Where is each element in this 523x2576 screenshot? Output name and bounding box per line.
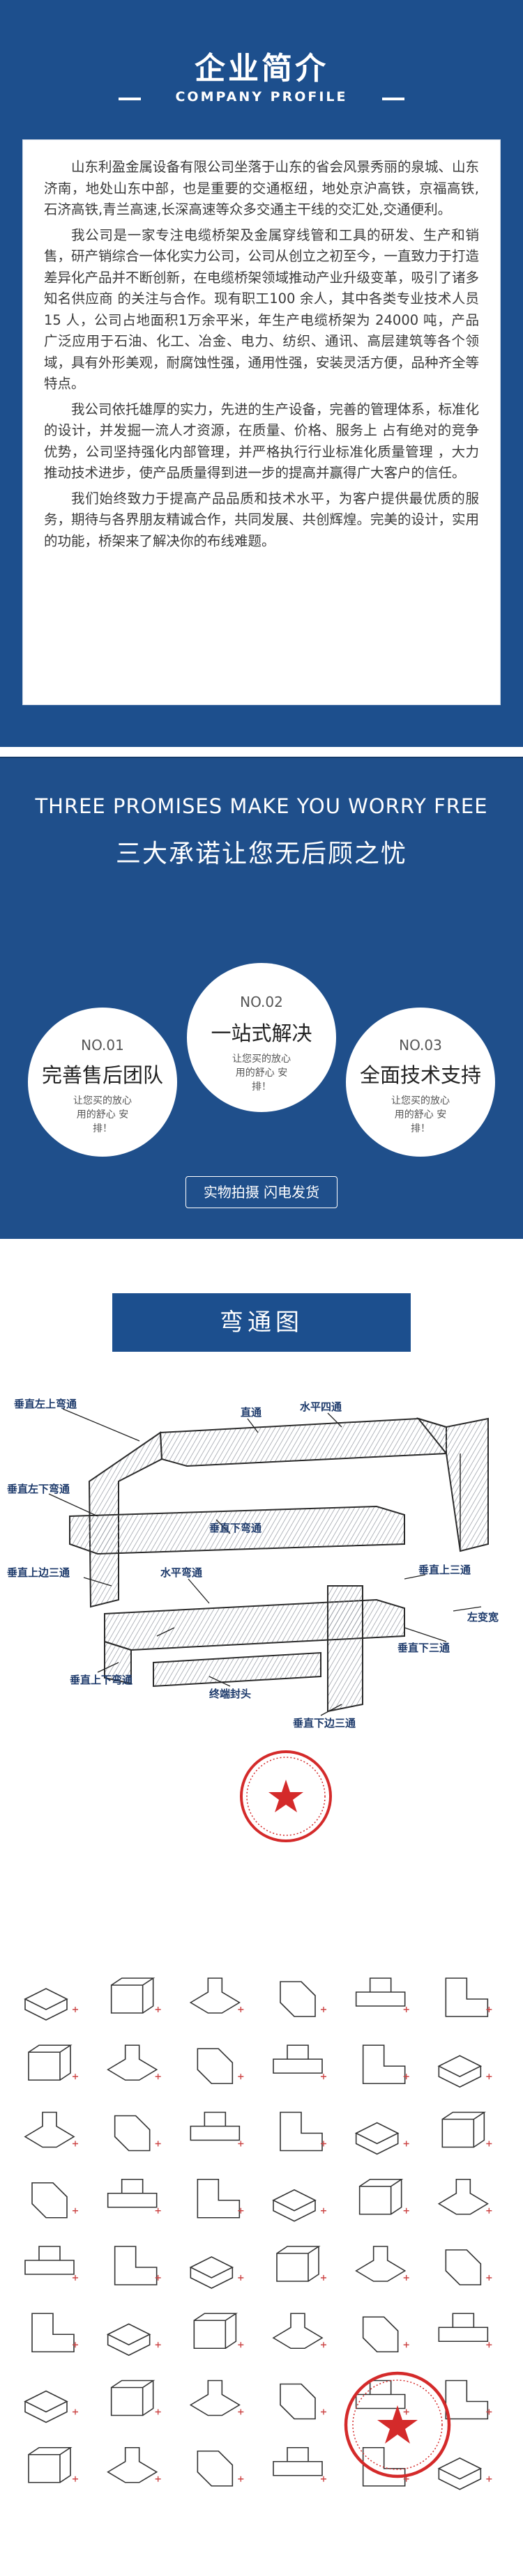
fitting-drawing (107, 2044, 161, 2081)
fitting-drawing (24, 1988, 78, 2021)
fitting-drawing (362, 2316, 409, 2353)
label-vertical-down-elbow: 垂直下弯通 (209, 1522, 262, 1534)
fitting-drawing (193, 2313, 244, 2350)
fitting-drawing (272, 2189, 326, 2222)
fitting-drawing (354, 2122, 409, 2155)
fitting-drawing (437, 2055, 492, 2088)
label-straight: 直通 (241, 1406, 262, 1419)
label-end-cap: 终端封头 (209, 1688, 251, 1700)
company-seal (237, 1748, 335, 1845)
profile-paragraph: 我们始终致力于提高产品品质和技术水平，为客户提供最优质的服务，期待与各界朋友精诚… (44, 490, 480, 549)
fitting-drawing (355, 2380, 409, 2415)
elbow-catalog-grid (13, 1957, 509, 2493)
fitting-drawing (362, 2044, 409, 2085)
fitting-drawing (272, 2313, 326, 2350)
label-vertical-up-down-elbow: 垂直上下弯通 (70, 1674, 132, 1686)
label-vertical-up-tee: 垂直上三通 (418, 1564, 471, 1576)
promise-description: 让您买的放心 用的舒心 安排！ (232, 1054, 291, 1093)
profile-title: 企业简介 (195, 51, 328, 86)
fitting-drawing (437, 2178, 492, 2215)
fitting-drawing (110, 1977, 161, 2014)
fitting-drawing (280, 2111, 326, 2152)
title-rule-left (119, 98, 141, 100)
fitting-drawing (114, 2246, 161, 2285)
elbow-diagram-section: 弯通图 (0, 1239, 523, 2521)
fitting-drawing (24, 2111, 78, 2148)
fitting-drawing (24, 2390, 78, 2423)
fitting-drawing (189, 2380, 244, 2416)
fitting-drawing (114, 2115, 161, 2152)
fitting-drawing (24, 2246, 78, 2281)
promise-description: 让您买的放心 用的舒心 安排！ (73, 1095, 132, 1134)
elbow-catalog-svg (24, 1977, 492, 2490)
fitting-drawing (273, 2044, 326, 2080)
promise-title: 完善售后团队 (41, 1063, 163, 1087)
fitting-drawing (276, 2246, 326, 2282)
tray-assembly-svg: 垂直左上弯通 直通 水平四通 垂直左下弯通 垂直下弯通 垂直上边三通 垂直上三通… (7, 1398, 499, 1729)
profile-bottom-band (0, 722, 523, 747)
label-vertical-left-down-elbow: 垂直左下弯通 (7, 1483, 70, 1495)
promise-circle-2: NO.02 一站式解决 让您买的放心 用的舒心 安排！ (187, 963, 336, 1112)
fitting-drawing (280, 1981, 326, 2017)
fitting-drawing (355, 2246, 409, 2282)
fitting-drawing (280, 2383, 326, 2420)
fitting-drawing (197, 2450, 244, 2487)
title-rule-right (382, 98, 404, 100)
profile-subtitle: COMPANY PROFILE (175, 89, 348, 105)
fitting-drawing (107, 2178, 161, 2214)
company-seal-bottom (342, 2369, 453, 2481)
promise-title: 一站式解决 (211, 1021, 312, 1045)
profile-paragraph: 山东利盈金属设备有限公司坐落于山东的省会风景秀丽的泉城、山东济南，地处山东中部，… (44, 159, 480, 217)
fitting-drawing (355, 1977, 409, 2012)
promises-title-en: THREE PROMISES MAKE YOU WORRY FREE (35, 794, 488, 818)
fitting-drawing (28, 2446, 78, 2483)
red-stamp-icon (344, 2371, 451, 2478)
fitting-drawing (445, 2380, 492, 2420)
red-stamp-icon (240, 1750, 332, 1842)
label-horizontal-cross: 水平四通 (300, 1401, 342, 1413)
promise-circle-1: NO.01 完善售后团队 让您买的放心 用的舒心 安排！ (28, 1008, 177, 1157)
fitting-drawing (110, 2380, 161, 2416)
fitting-drawing (437, 2457, 492, 2490)
promise-number: NO.02 (240, 994, 283, 1010)
fitting-drawing (190, 2111, 244, 2147)
label-vertical-up-side-tee: 垂直上边三通 (7, 1566, 70, 1579)
profile-paragraph: 我公司依托雄厚的实力，先进的生产设备，完善的管理体系，标准化的设计，并发掘一流人… (44, 401, 480, 481)
elbow-title: 弯通图 (112, 1293, 411, 1352)
promise-number: NO.03 (399, 1037, 442, 1054)
promise-description: 让您买的放心 用的舒心 安排！ (391, 1095, 450, 1134)
fitting-drawing (197, 2178, 244, 2219)
promises-title-cn: 三大承诺让您无后顾之忧 (115, 840, 407, 868)
label-horizontal-elbow: 水平弯通 (160, 1566, 202, 1579)
section-divider (0, 757, 523, 758)
profile-paragraph: 我公司是一家专注电缆桥架及金属穿线管和工具的研发、生产和销售，研产销综合一体化实… (44, 226, 480, 392)
fitting-drawing (189, 1977, 244, 2014)
fitting-drawing (197, 2048, 244, 2085)
fitting-drawing (438, 2313, 492, 2348)
fitting-drawing (107, 2446, 161, 2483)
fitting-drawing (273, 2446, 326, 2482)
fitting-drawing (28, 2044, 78, 2081)
promise-circle-3: NO.03 全面技术支持 让您买的放心 用的舒心 安排！ (346, 1008, 495, 1157)
fitting-drawing (445, 2249, 492, 2285)
profile-text-card: 山东利盈金属设备有限公司坐落于山东的省会风景秀丽的泉城、山东济南，地处山东中部，… (22, 139, 501, 705)
fitting-drawing (189, 2256, 244, 2289)
fitting-drawing (106, 2323, 161, 2357)
real-shot-fast-shipping-button[interactable]: 实物拍摄 闪电发货 (185, 1176, 338, 1208)
fitting-drawing (445, 1977, 492, 2017)
promise-title: 全面技术支持 (359, 1063, 481, 1087)
promise-number: NO.01 (81, 1037, 124, 1054)
fitting-drawing (441, 2111, 492, 2148)
fitting-drawing (358, 2178, 409, 2215)
cable-tray-assembly-drawing: 垂直左上弯通 直通 水平四通 垂直左下弯通 垂直下弯通 垂直上边三通 垂直上三通… (0, 1377, 523, 1732)
label-vertical-left-up-elbow: 垂直左上弯通 (14, 1398, 77, 1410)
company-profile-section: 企业简介 COMPANY PROFILE 山东利盈金属设备有限公司坐落于山东的省… (0, 0, 523, 747)
label-left-widen: 左变宽 (467, 1611, 499, 1624)
fitting-drawing (31, 2313, 78, 2353)
fitting-drawing (31, 2182, 78, 2219)
label-vertical-down-tee: 垂直下三通 (397, 1642, 450, 1654)
three-promises-section: THREE PROMISES MAKE YOU WORRY FREE 三大承诺让… (0, 757, 523, 1239)
label-vertical-down-side-tee: 垂直下边三通 (293, 1717, 356, 1729)
